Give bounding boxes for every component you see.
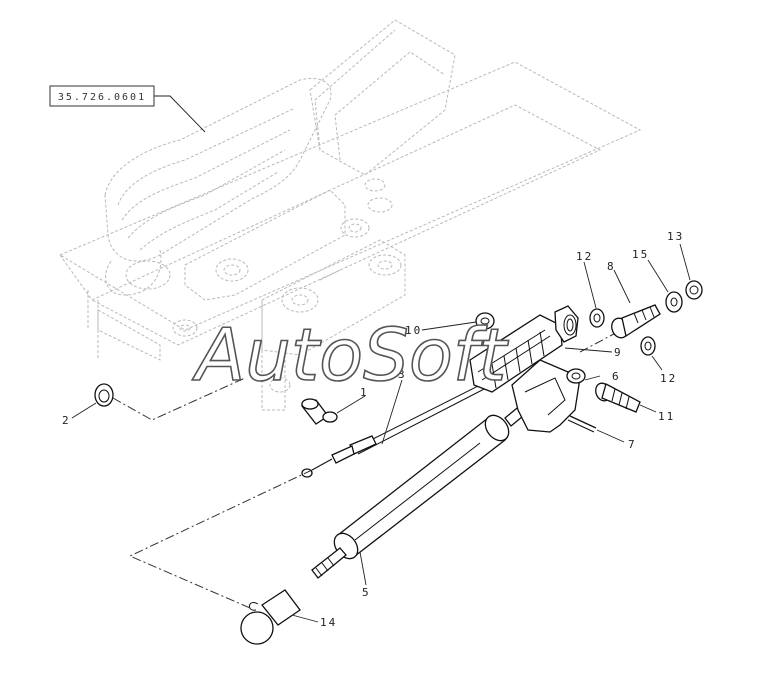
ghost-seat-cushion [104, 77, 332, 296]
part-11-bolt [595, 382, 657, 413]
reference-box: 35.726.0601 [49, 85, 206, 133]
part-13-nut [679, 243, 703, 300]
part-5-cylinder [311, 403, 529, 586]
callout-13: 13 [667, 230, 684, 243]
callout-9: 9 [614, 346, 623, 359]
part-9-ratchet-assembly [469, 305, 613, 393]
part-10-bush [421, 312, 495, 331]
ghost-frame-plate [58, 61, 642, 361]
part-12-washer-left [583, 261, 605, 328]
reference-number: 35.726.0601 [58, 92, 146, 103]
callout-7: 7 [628, 438, 637, 451]
part-6-bracket-body [511, 359, 601, 433]
ghost-bracket-left [172, 189, 370, 337]
callout-5: 5 [362, 586, 371, 599]
callout-labels: 2 1 3 5 14 10 9 6 7 11 12 8 15 13 12 [62, 230, 684, 629]
part-3-cable [301, 379, 491, 478]
callout-15: 15 [632, 248, 649, 261]
callout-6: 6 [612, 370, 621, 383]
callout-8: 8 [607, 260, 616, 273]
part-14-end-fitting [240, 589, 319, 645]
callout-1: 1 [360, 386, 369, 399]
callout-11: 11 [658, 410, 675, 423]
watermark-autosoft: AutoSoft [192, 313, 509, 397]
part-7-pin [567, 415, 625, 443]
callout-14: 14 [320, 616, 337, 629]
part-15-washer [647, 259, 683, 313]
ghost-backrest [309, 19, 456, 213]
part-8-bolt [611, 269, 661, 339]
callout-12-top: 12 [576, 250, 593, 263]
ghost-bracket-right [261, 239, 406, 411]
callout-3: 3 [398, 368, 407, 381]
part-12-washer-right [640, 336, 663, 371]
callout-2: 2 [62, 414, 71, 427]
part-1-grommet [300, 395, 366, 425]
part-2-nut [71, 383, 114, 419]
callout-10: 10 [405, 324, 422, 337]
callout-12-bottom: 12 [660, 372, 677, 385]
